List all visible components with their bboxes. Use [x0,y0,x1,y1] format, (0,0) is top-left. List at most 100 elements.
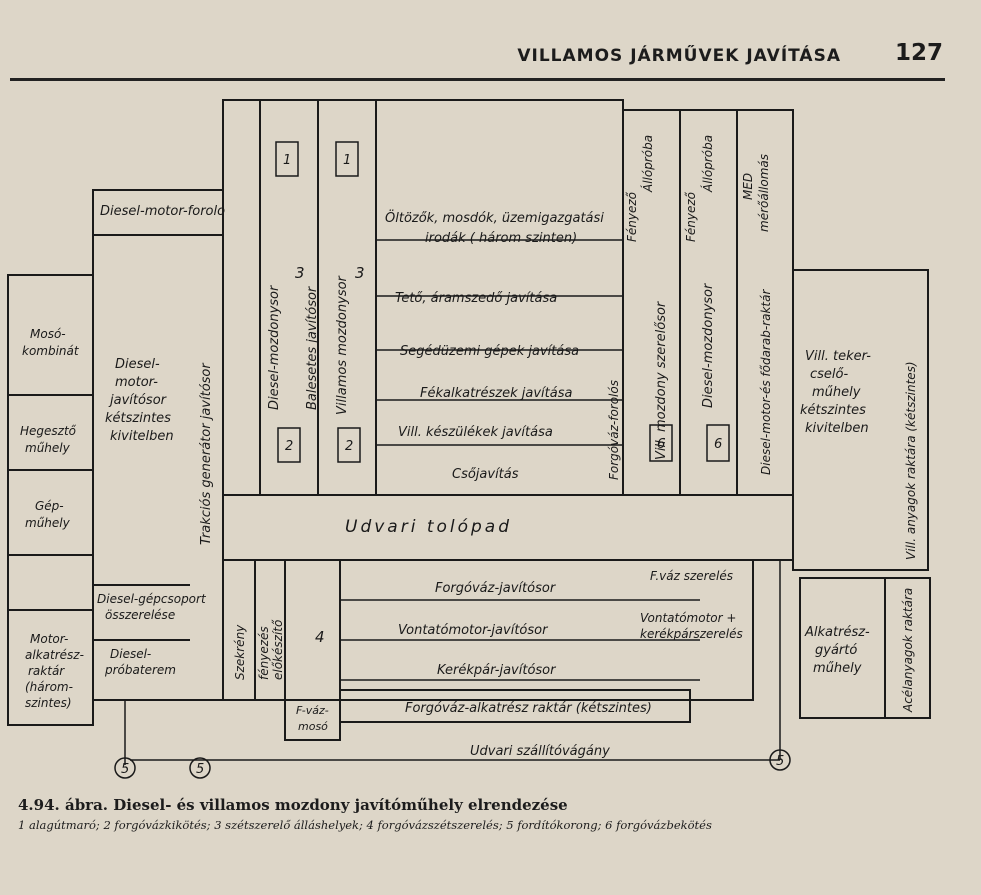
label-teto: Tető, áramszedő javítása [395,291,557,306]
lower-hall-outline [222,559,754,701]
label-gepcsoport-1: Diesel-gépcsoport [97,592,207,606]
label-szekreny: Szekrény [233,624,247,680]
track-lines [124,239,781,765]
box-1a [275,141,299,177]
label-motor-3: raktár [28,664,65,678]
turntable-5c [769,749,791,771]
label-motor-1: Motor- [30,632,68,646]
label-irodak: irodák ( három szinten) [425,231,577,246]
label-med-2: mérőállomás [757,154,771,232]
num-5c: 5 [776,754,784,769]
label-acelanyagok: Acélanyagok raktára [901,588,915,713]
label-hegeszto-2: műhely [25,441,71,455]
label-tekercselo-1: Vill. teker- [805,349,871,364]
num-5b: 5 [196,762,204,777]
figure-caption: 4.94. ábra. Diesel- és villamos mozdony … [18,796,958,832]
running-head: VILLAMOS JÁRMŰVEK JAVÍTÁSA [517,46,841,66]
building-outlines [7,99,931,741]
label-udvari-szallitovagany: Udvari szállítóvágány [470,744,610,759]
page-number: 127 [894,40,943,66]
label-vontatomotor-2: kerékpárszerelés [640,627,743,641]
label-gep-2: műhely [25,516,71,530]
label-diesel-mozdonysor-left: Diesel-mozdonysor [267,284,282,410]
label-forgovaz-forolos: Forgóváz-forolós [607,380,621,480]
label-oltozok: Öltözők, mosdók, üzemigazgatási [385,209,604,226]
label-vill-keszulekek: Vill. készülékek javítása [398,425,553,440]
label-alkatresz-3: műhely [813,661,862,676]
label-vill-anyagok: Vill. anyagok raktára (kétszintes) [904,361,918,560]
label-fenyezes: fényezés [257,626,271,680]
label-elokeszito: előkészítő [271,619,285,680]
box-2b [337,427,361,463]
label-fvaz-szereles: F.váz szerelés [650,569,733,583]
caption-legend: 1 alagútmaró; 2 forgóvázkiköt­és; 3 szét… [18,818,712,832]
label-hegeszto-1: Hegesztő [20,424,77,438]
num-2b: 2 [345,439,353,454]
label-fvaz-moso-1: F-váz- [296,704,329,717]
numbered-boxes [114,141,791,779]
label-probaterem-1: Diesel- [110,647,151,661]
num-1b: 1 [343,153,351,168]
label-vontatomotor-1: Vontatómotor + [640,611,736,625]
label-allo-proba-1: Állópróba [640,135,655,193]
turntable-5a [114,757,136,779]
header-rule [10,78,945,81]
label-fenyezo-2: Fényező [684,191,698,242]
label-csojavitas: Csőjavítás [452,467,519,482]
num-3a: 3 [295,264,305,282]
num-6a: 6 [657,437,665,452]
label-gep-1: Gép- [35,499,64,513]
label-diesel-jav-3: javítósor [108,393,168,408]
label-diesel-mozdonysor-right: Diesel-mozdonysor [701,282,716,408]
label-vill-mozdony-szerelosor: Vill. mozdony szerelősor [654,300,669,460]
box-1b [335,141,359,177]
label-tekercselo-5: kivitelben [805,421,869,436]
label-udvari-tolopad: Udvari tolópad [345,517,512,537]
label-diesel-jav-1: Diesel- [115,357,160,372]
label-trakcios: Trakciós generátor javítósor [199,362,214,545]
label-segeduzemi: Segédüzemi gépek javítása [400,344,579,359]
label-forgovaz-javitosor: Forgóváz-javítósor [435,581,557,596]
num-2a: 2 [285,439,293,454]
num-6b: 6 [714,437,722,452]
page-header: VILLAMOS JÁRMŰVEK JAVÍTÁSA 127 [0,38,981,81]
label-gepcsoport-2: összerelése [105,608,175,622]
label-tekercselo-2: cselő- [810,367,848,382]
label-fvaz-moso-2: mosó [298,720,328,733]
far-right-outline [792,269,929,571]
label-mosokombinat-2: kombinát [22,344,80,358]
label-alkatresz-2: gyártó [815,643,857,658]
num-4: 4 [315,628,325,646]
label-mosokombinat-1: Mosó- [30,327,66,341]
num-3b: 3 [355,264,365,282]
label-fenyezo-1: Fényező [625,191,639,242]
label-vontatomotor-javitosor: Vontatómotor-javítósor [398,623,549,638]
num-5a: 5 [121,762,129,777]
acelanyagok-box [884,577,931,719]
label-allo-proba-2: Állópróba [700,135,715,193]
label-motor-2: alkatrész- [25,648,84,662]
label-balesetes: Balesetes javítósor [305,285,320,410]
label-diesel-motor-forolo: Diesel-motor-forolo [100,204,225,219]
label-probaterem-2: próbaterem [104,663,176,677]
label-med-1: MED [741,173,755,200]
label-fekalkatreszek: Fékalkatrészek javítása [420,386,572,401]
box-2a [277,427,301,463]
label-kerekpar-javitosor: Kerékpár-javítósor [437,663,557,678]
label-motor-5: szintes) [25,696,72,710]
num-1a: 1 [283,153,291,168]
box-6a [649,424,673,462]
label-forgovaz-alkatresz: Forgóváz-alkatrész raktár (kétszintes) [405,701,652,716]
label-tekercselo-3: műhely [812,385,861,400]
label-diesel-jav-5: kivitelben [110,429,174,444]
caption-title: 4.94. ábra. Diesel- és villamos mozdony … [18,796,568,814]
label-tekercselo-4: kétszintes [800,403,866,418]
label-villamos-mozdonysor: Villamos mozdonysor [335,274,350,415]
fvaz-moso-box [284,699,341,741]
label-alkatresz-1: Alkatrész- [804,625,870,640]
label-diesel-jav-4: kétszintes [105,411,171,426]
box-6b [706,424,730,462]
label-motor-4: (három- [25,680,73,694]
turntable-5b [189,757,211,779]
